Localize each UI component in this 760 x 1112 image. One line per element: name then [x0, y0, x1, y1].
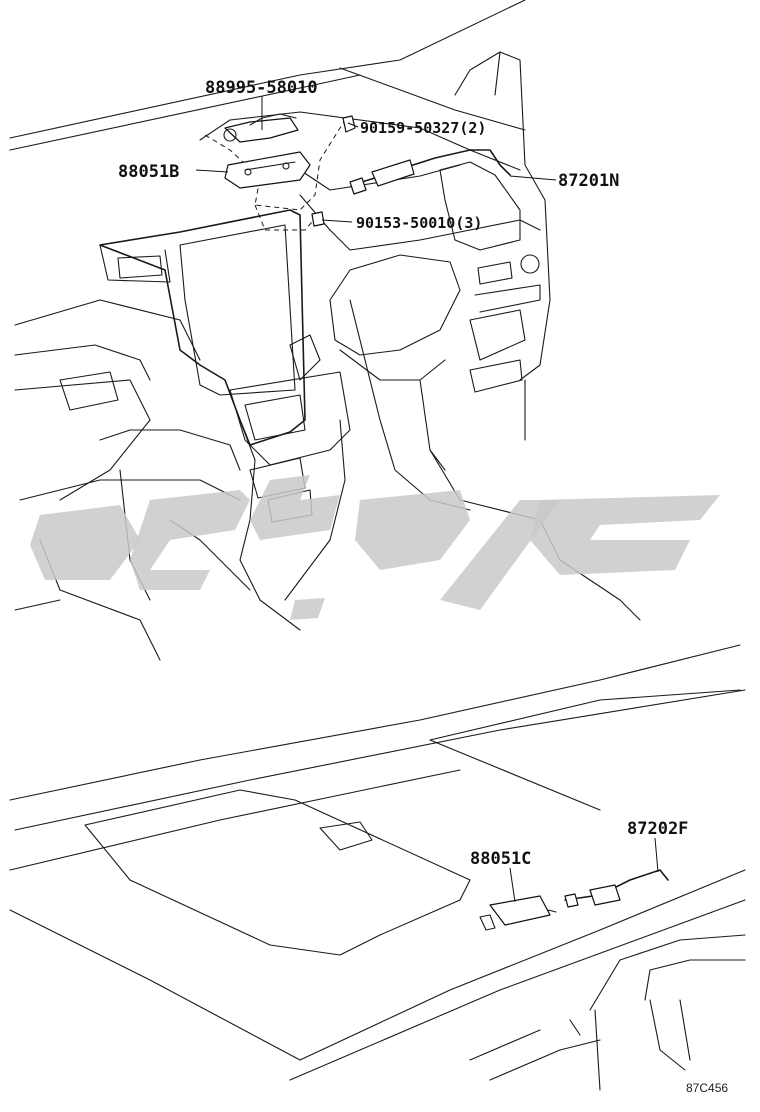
callout-87201N: 87201N: [558, 171, 619, 191]
dashboard-illustration: [9, 0, 641, 661]
callout-88995-58010: 88995-58010: [205, 78, 318, 98]
callout-88051C: 88051C: [470, 849, 531, 869]
ecu-88051C: [489, 895, 551, 926]
roof-illustration: [9, 644, 746, 1091]
ecu-88051B: [224, 151, 311, 189]
callout-87202F: 87202F: [627, 819, 688, 839]
callout-90159-50327: 90159-50327(2): [360, 119, 486, 137]
leader-lines: [195, 96, 659, 903]
screw-90153: [311, 211, 325, 227]
figure-reference: 87C456: [686, 1081, 728, 1095]
callout-88051B: 88051B: [118, 162, 179, 182]
watermark-logo: [30, 475, 720, 620]
screw-90159: [342, 115, 356, 133]
lower-parts: [479, 869, 669, 931]
callout-90153-50010: 90153-50010(3): [356, 214, 482, 232]
